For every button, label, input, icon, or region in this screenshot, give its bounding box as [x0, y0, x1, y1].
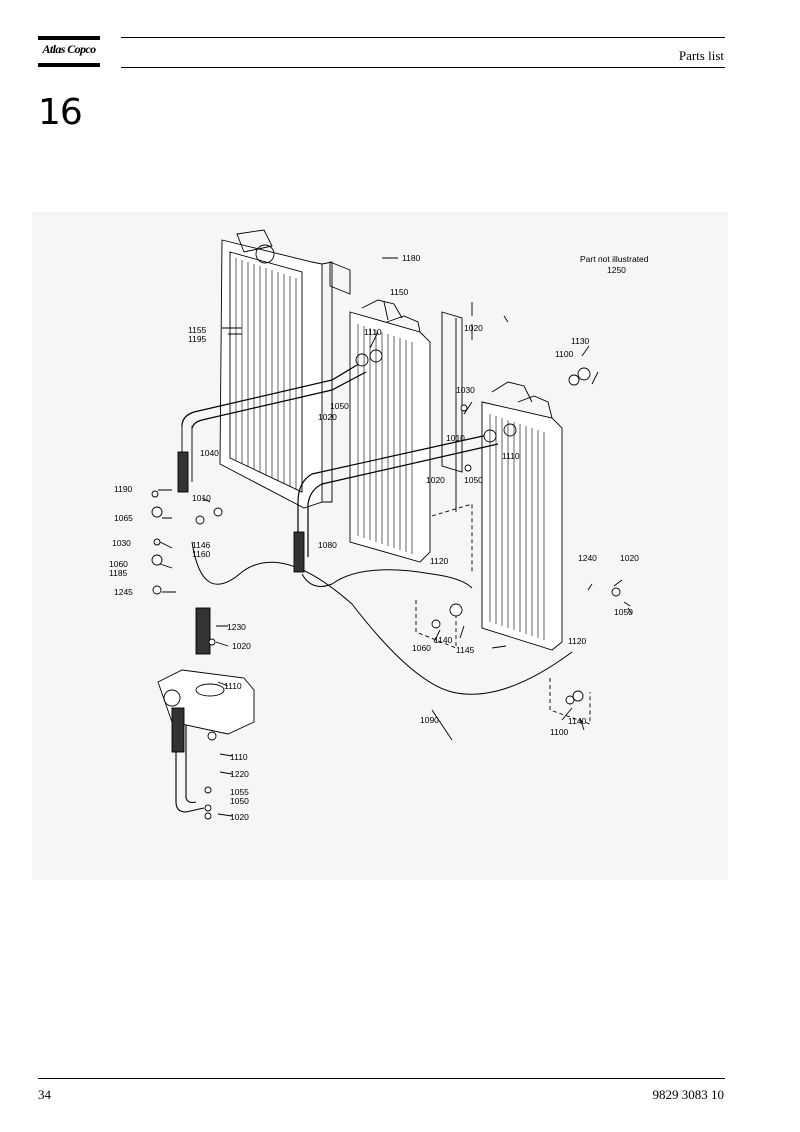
callout-label: 1020 — [318, 412, 337, 422]
bracket — [329, 261, 351, 295]
header-rule-top — [121, 37, 725, 38]
callout-label: 1090 — [420, 715, 439, 725]
callout-label: 1100 — [550, 727, 569, 737]
callout-label: 1130 — [571, 336, 590, 346]
callout-label: 1245 — [114, 587, 133, 597]
callout-label: 1145 — [456, 645, 475, 655]
callout-label: 1230 — [227, 622, 246, 632]
callout-label: 1040 — [200, 448, 219, 458]
document-number: 9829 3083 10 — [652, 1087, 725, 1102]
logo-bottom-bar — [38, 63, 100, 67]
callout-label: 1150 — [390, 287, 409, 297]
callout-label: 1020 — [426, 475, 445, 485]
callout-label: 1146 — [192, 540, 211, 550]
logo-top-bar — [38, 36, 100, 40]
callout-label: 1120 — [430, 556, 449, 566]
callout-label: 1190 — [114, 484, 133, 494]
footer-rule — [38, 1078, 725, 1079]
callout-label: 1080 — [318, 540, 337, 550]
callout-label: 1110 — [364, 327, 382, 337]
callout-label: 1050 — [464, 475, 483, 485]
threaded-end — [177, 451, 189, 493]
hose-1080 — [301, 569, 473, 589]
callout-label: 1185 — [109, 568, 128, 578]
page-title: Parts list — [678, 48, 724, 63]
callout-label: 1110 — [230, 752, 248, 762]
callout-label: 1120 — [568, 636, 587, 646]
callout-label: 1110 — [224, 681, 242, 691]
group-box-left — [415, 600, 457, 649]
pipe-middle — [297, 433, 493, 557]
callout-label: 1010 — [192, 493, 211, 503]
callout-label: 1010 — [446, 433, 465, 443]
callout-label: 1140 — [568, 716, 587, 726]
callout-label: 1060 — [109, 559, 128, 569]
exploded-view-drawing: Part not illustrated 1250 1180 1150 1155… — [109, 229, 649, 822]
callout-label: 1155 — [188, 325, 207, 335]
section-number: 16 — [38, 92, 83, 133]
callout-label: 1060 — [412, 643, 431, 653]
callout-labels: Part not illustrated 1250 1180 1150 1155… — [109, 253, 649, 822]
radiator-fins — [235, 258, 545, 640]
callout-label: 1100 — [555, 349, 574, 359]
logo-text: Atlas Copco — [42, 42, 96, 56]
hose-1090 — [191, 541, 573, 695]
header-rule-bottom — [121, 67, 725, 68]
callout-label: 1065 — [114, 513, 133, 523]
parts-diagram: Part not illustrated 1250 1180 1150 1155… — [32, 212, 728, 880]
callout-label: 1050 — [330, 401, 349, 411]
callout-label: 1050 — [230, 796, 249, 806]
atlas-copco-logo: Atlas Copco — [38, 36, 100, 68]
callout-label: 1240 — [578, 553, 597, 563]
cooler-middle — [349, 311, 431, 563]
callout-label: 1050 — [614, 607, 633, 617]
note-ref-label: 1250 — [607, 265, 626, 275]
callout-label: 1160 — [192, 549, 211, 559]
callout-label: 1020 — [464, 323, 483, 333]
callout-label: 1220 — [230, 769, 249, 779]
callout-label: 1030 — [456, 385, 475, 395]
callout-label: 1030 — [112, 538, 131, 548]
callout-label: 1020 — [232, 641, 251, 651]
callout-label: 1055 — [230, 787, 249, 797]
callout-label: 1180 — [402, 253, 421, 263]
callout-label: 1020 — [230, 812, 249, 822]
pipe-lower — [175, 714, 205, 813]
page-number: 34 — [38, 1087, 51, 1102]
group-box-right — [549, 678, 591, 725]
callout-label: 1020 — [620, 553, 639, 563]
callout-label: 1195 — [188, 334, 207, 344]
note-label: Part not illustrated — [580, 254, 649, 264]
callout-label: 1110 — [502, 451, 520, 461]
callout-label: 1140 — [434, 635, 453, 645]
